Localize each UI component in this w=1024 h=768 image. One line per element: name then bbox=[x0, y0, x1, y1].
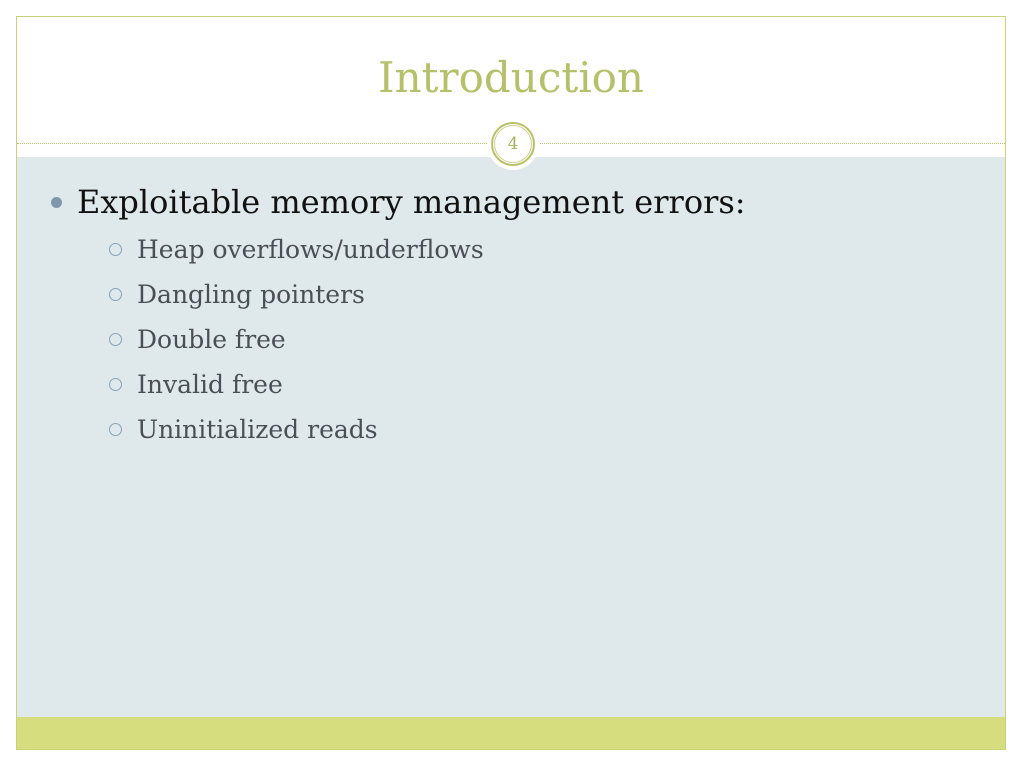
content-area bbox=[17, 157, 1005, 717]
sub-bullet-item: Dangling pointers bbox=[77, 272, 746, 317]
slide-title: Introduction bbox=[378, 53, 644, 102]
sub-bullet-text: Double free bbox=[137, 325, 286, 354]
hollow-circle-bullet-icon bbox=[109, 288, 122, 301]
hollow-circle-bullet-icon bbox=[109, 333, 122, 346]
sub-bullet-list: Heap overflows/underflows Dangling point… bbox=[77, 227, 746, 452]
bullet-text: Exploitable memory management errors: bbox=[77, 183, 746, 221]
sub-bullet-item: Invalid free bbox=[77, 362, 746, 407]
sub-bullet-text: Uninitialized reads bbox=[137, 415, 378, 444]
sub-bullet-item: Uninitialized reads bbox=[77, 407, 746, 452]
sub-bullet-text: Dangling pointers bbox=[137, 280, 365, 309]
sub-bullet-text: Invalid free bbox=[137, 370, 283, 399]
page-badge-inner-ring bbox=[494, 125, 532, 163]
bullet-item: Exploitable memory management errors: He… bbox=[47, 181, 746, 452]
sub-bullet-text: Heap overflows/underflows bbox=[137, 235, 484, 264]
bullet-list: Exploitable memory management errors: He… bbox=[47, 181, 746, 452]
sub-bullet-item: Double free bbox=[77, 317, 746, 362]
hollow-circle-bullet-icon bbox=[109, 243, 122, 256]
filled-circle-bullet-icon bbox=[51, 197, 62, 208]
hollow-circle-bullet-icon bbox=[109, 423, 122, 436]
footer-band bbox=[17, 717, 1005, 749]
hollow-circle-bullet-icon bbox=[109, 378, 122, 391]
page-number-badge: 4 bbox=[487, 118, 539, 170]
page-badge-ring bbox=[491, 122, 535, 166]
page-number: 4 bbox=[507, 134, 519, 154]
slide: Introduction 4 Exploitable memory manage… bbox=[16, 16, 1006, 750]
sub-bullet-item: Heap overflows/underflows bbox=[77, 227, 746, 272]
